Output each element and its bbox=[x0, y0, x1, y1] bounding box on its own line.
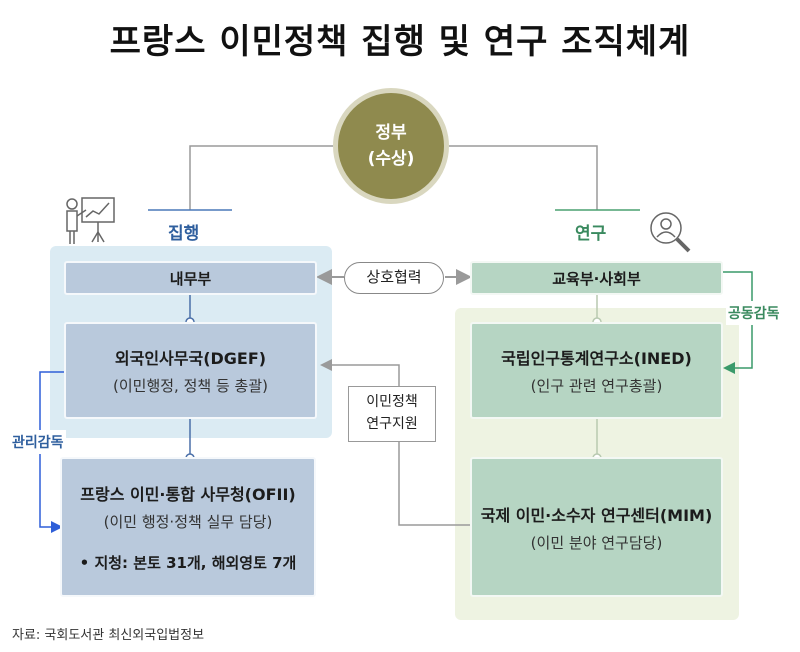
education-social-ministry-label: 교육부·사회부 bbox=[552, 269, 641, 288]
government-subtitle: (수상) bbox=[367, 149, 415, 169]
interior-ministry-box: 내무부 bbox=[64, 261, 317, 295]
ined-subtitle: (인구 관련 연구총괄) bbox=[530, 377, 663, 395]
education-social-ministry-box: 교육부·사회부 bbox=[470, 261, 723, 295]
mim-title: 국제 이민·소수자 연구센터(MIM) bbox=[480, 505, 713, 525]
research-support-box: 이민정책 연구지원 bbox=[348, 386, 436, 442]
dgef-box: 외국인사무국(DGEF) (이민행정, 정책 등 총괄) bbox=[64, 322, 317, 419]
cooperation-pill: 상호협력 bbox=[344, 262, 444, 294]
management-supervision-label: 관리감독 bbox=[10, 430, 66, 454]
ofii-subtitle: (이민 행정·정책 실무 담당) bbox=[103, 513, 273, 531]
presenter-chart-icon bbox=[62, 192, 118, 246]
ofii-branch-note: • 지청: 본토 31개, 해외영토 7개 bbox=[79, 554, 297, 572]
ofii-box: 프랑스 이민·통합 사무청(OFII) (이민 행정·정책 실무 담당) • 지… bbox=[60, 457, 316, 597]
ined-box: 국립인구통계연구소(INED) (인구 관련 연구총괄) bbox=[470, 322, 723, 419]
mim-subtitle: (이민 분야 연구담당) bbox=[530, 533, 663, 552]
research-support-line1: 이민정책 bbox=[366, 394, 418, 410]
person-magnifier-icon bbox=[646, 208, 696, 256]
execution-label: 집행 bbox=[168, 224, 200, 244]
mim-box: 국제 이민·소수자 연구센터(MIM) (이민 분야 연구담당) bbox=[470, 457, 723, 597]
source-note: 자료: 국회도서관 최신외국입법정보 bbox=[12, 628, 205, 643]
dgef-subtitle: (이민행정, 정책 등 총괄) bbox=[113, 377, 268, 395]
page-title: 프랑스 이민정책 집행 및 연구 조직체계 bbox=[109, 22, 691, 62]
research-label: 연구 bbox=[575, 224, 607, 244]
government-title: 정부 bbox=[375, 123, 407, 143]
joint-supervision-label: 공동감독 bbox=[726, 301, 782, 325]
government-circle: 정부 (수상) bbox=[333, 88, 449, 204]
ined-title: 국립인구통계연구소(INED) bbox=[501, 349, 692, 368]
ofii-title: 프랑스 이민·통합 사무청(OFII) bbox=[80, 485, 296, 504]
interior-ministry-label: 내무부 bbox=[169, 269, 212, 288]
research-support-line2: 연구지원 bbox=[366, 416, 418, 432]
dgef-title: 외국인사무국(DGEF) bbox=[114, 349, 267, 368]
